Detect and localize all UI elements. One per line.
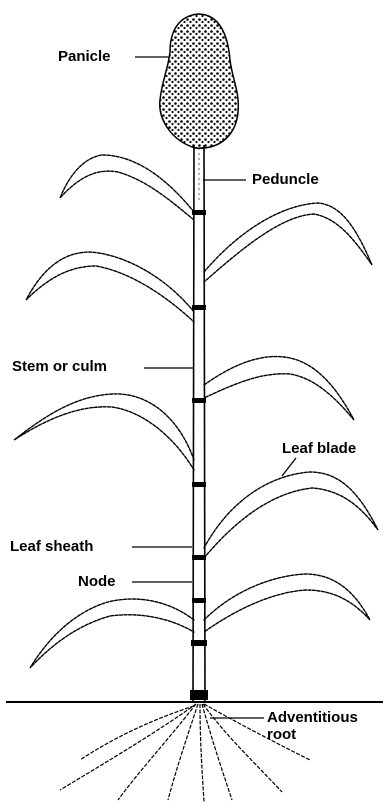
leader-leaf-blade — [282, 458, 296, 476]
label-leaf-blade: Leaf blade — [282, 440, 356, 457]
stem — [193, 145, 205, 702]
leaf-top-right — [204, 203, 372, 282]
label-panicle: Panicle — [58, 48, 111, 65]
label-root: root — [267, 726, 296, 743]
label-node: Node — [78, 573, 116, 590]
leaf-mid-right — [204, 357, 354, 420]
leaf-bottom-right — [204, 574, 370, 632]
label-stem-or-culm: Stem or culm — [12, 358, 107, 375]
leader-lines — [132, 57, 296, 718]
leaf-lower-left — [14, 394, 194, 470]
leaf-top-left — [60, 155, 194, 220]
leaf-lower-right — [204, 472, 378, 558]
panicle-head — [160, 14, 239, 148]
leaf-bottom-left — [30, 599, 194, 668]
label-peduncle: Peduncle — [252, 171, 319, 188]
leaves — [14, 155, 378, 668]
label-leaf-sheath: Leaf sheath — [10, 538, 93, 555]
leaf-mid-left — [26, 252, 194, 322]
label-adventitious: Adventitious — [267, 709, 358, 726]
